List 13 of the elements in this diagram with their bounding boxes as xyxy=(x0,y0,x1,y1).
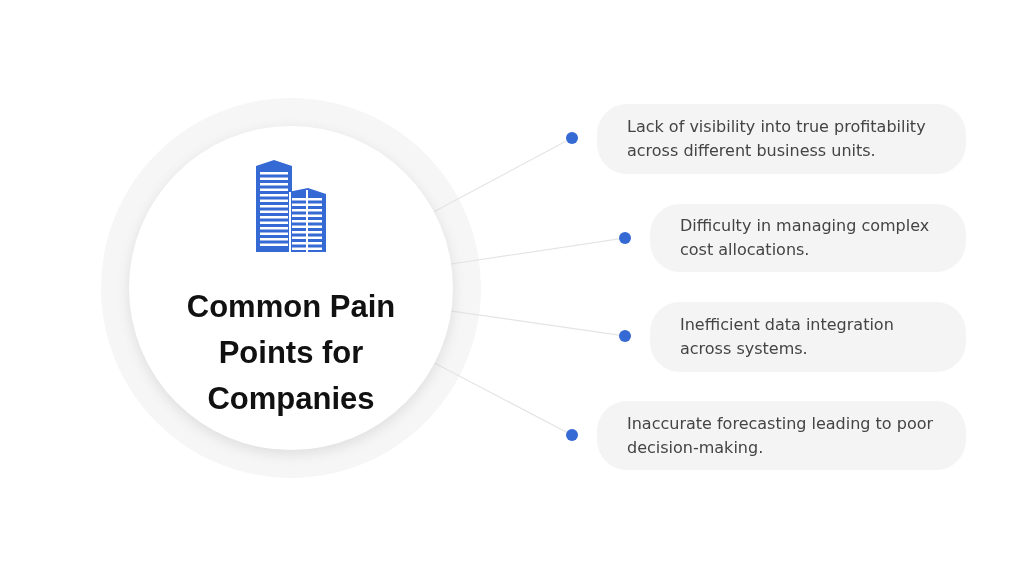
bullet-dot xyxy=(566,429,578,441)
bullet-dot xyxy=(619,232,631,244)
connector-line xyxy=(450,310,620,336)
pain-point-text: Inaccurate forecasting leading to poor decision-making. xyxy=(627,412,935,459)
pain-point-text: Inefficient data integration across systems. xyxy=(680,314,895,360)
connector-line xyxy=(450,238,620,265)
pain-point-text: Lack of visibility into true profitability across different business units. xyxy=(627,116,927,162)
pain-point-text: Difficulty in managing complex cost allocations. xyxy=(680,215,931,261)
bullet-dot xyxy=(619,330,631,342)
connector-line xyxy=(433,362,568,433)
title-text: Common Pain Points for Companies xyxy=(185,288,397,418)
connector-line xyxy=(433,140,568,213)
bullet-dot xyxy=(566,132,578,144)
